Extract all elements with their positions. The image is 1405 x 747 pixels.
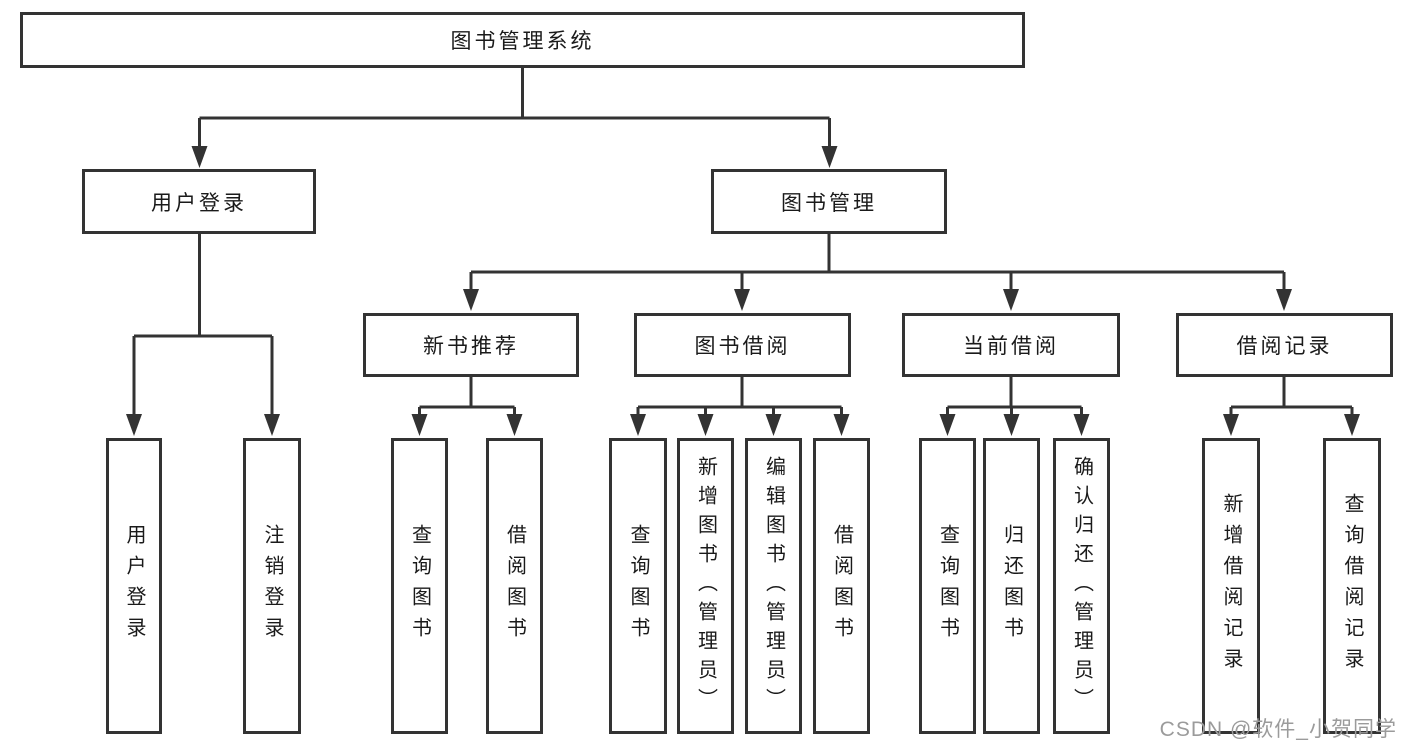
node-book-management: 图书管理: [711, 169, 947, 234]
leaf-nb-borrow-books: 借阅图书: [486, 438, 543, 734]
leaf-nb-query-books-label: 查询图书: [408, 524, 431, 648]
connector-current-borrowing-children: [946, 377, 1083, 415]
leaf-br-query-record: 查询借阅记录: [1323, 438, 1381, 734]
leaf-cb-query-books-label: 查询图书: [936, 524, 959, 648]
leaf-bb-borrow-books: 借阅图书: [813, 438, 870, 734]
leaf-bb-borrow-books-label: 借阅图书: [830, 524, 853, 648]
connector-book-management-children: [469, 234, 1286, 290]
leaf-cb-return-books-label: 归还图书: [1000, 524, 1023, 648]
leaf-cb-confirm-return-admin: 确认归还（管理员）: [1053, 438, 1110, 734]
connector-root-to-level2: [198, 66, 831, 147]
leaf-user-login: 用户登录: [106, 438, 162, 734]
leaf-cb-query-books: 查询图书: [919, 438, 976, 734]
leaf-bb-query-books: 查询图书: [609, 438, 667, 734]
connector-borrowing-records-children: [1229, 377, 1354, 415]
connector-new-book-children: [418, 377, 516, 415]
leaf-nb-query-books: 查询图书: [391, 438, 448, 734]
connector-user-login-children: [132, 234, 274, 415]
node-user-login: 用户登录: [82, 169, 316, 234]
leaf-bb-edit-books-admin-label: 编辑图书（管理员）: [762, 455, 785, 717]
node-book-management-label: 图书管理: [781, 191, 877, 215]
leaf-br-add-record: 新增借阅记录: [1202, 438, 1260, 734]
node-user-login-label: 用户登录: [151, 191, 247, 215]
arrowheads: [126, 146, 1360, 436]
leaf-bb-query-books-label: 查询图书: [627, 524, 649, 648]
node-library-system: 图书管理系统: [20, 12, 1025, 68]
watermark: CSDN @软件_小贺同学: [1159, 718, 1397, 741]
leaf-nb-borrow-books-label: 借阅图书: [503, 524, 526, 648]
node-borrowing-records-label: 借阅记录: [1236, 335, 1333, 358]
node-borrowing-records: 借阅记录: [1176, 313, 1393, 377]
leaf-bb-add-books-admin-label: 新增图书（管理员）: [694, 455, 717, 717]
leaf-cb-return-books: 归还图书: [983, 438, 1040, 734]
leaf-br-query-record-label: 查询借阅记录: [1341, 493, 1363, 679]
node-new-book-recommendation-label: 新书推荐: [423, 335, 519, 358]
node-current-borrowing-label: 当前借阅: [963, 335, 1059, 358]
leaf-bb-add-books-admin: 新增图书（管理员）: [677, 438, 734, 734]
leaf-bb-edit-books-admin: 编辑图书（管理员）: [745, 438, 802, 734]
leaf-br-add-record-label: 新增借阅记录: [1220, 493, 1242, 679]
leaf-user-login-label: 用户登录: [123, 524, 145, 648]
leaf-cb-confirm-return-admin-label: 确认归还（管理员）: [1070, 455, 1093, 717]
node-current-borrowing: 当前借阅: [902, 313, 1120, 377]
node-book-borrowing-label: 图书借阅: [694, 335, 791, 358]
node-book-borrowing: 图书借阅: [634, 313, 851, 377]
node-library-system-label: 图书管理系统: [450, 30, 595, 53]
node-new-book-recommendation: 新书推荐: [363, 313, 579, 377]
leaf-logout: 注销登录: [243, 438, 301, 734]
leaf-logout-label: 注销登录: [261, 524, 283, 648]
connector-book-borrowing-children: [636, 377, 843, 415]
